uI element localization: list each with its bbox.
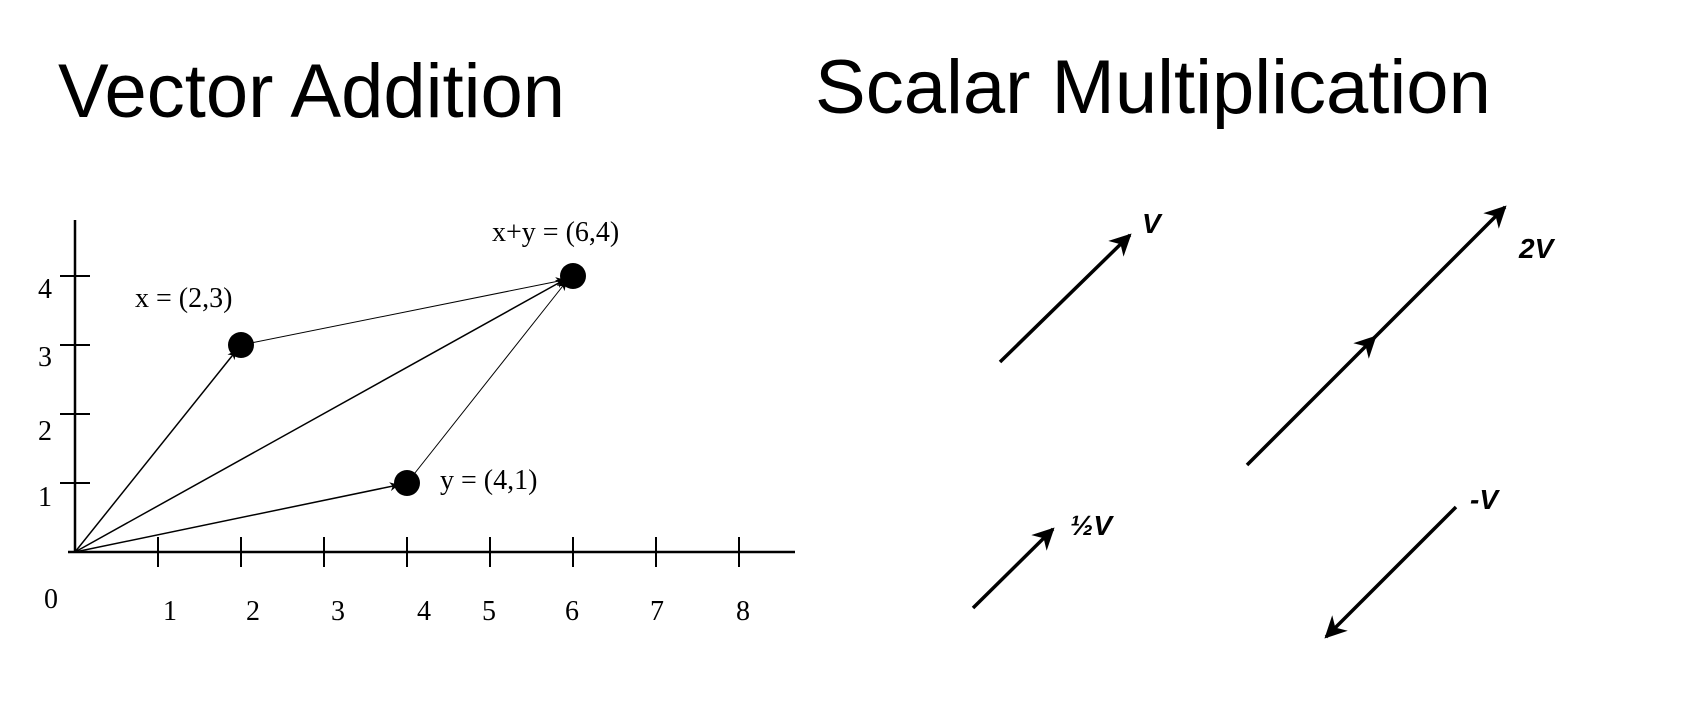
vector-y-arrow — [74, 482, 399, 553]
parallelogram-edge-x-to-sum — [240, 277, 565, 346]
y-tick-label: 3 — [38, 342, 52, 373]
x-tick-label: 2 — [246, 596, 260, 627]
vector-addition-graph: 0 1 2 3 4 5 6 7 8 1 2 3 4 x = (2,3) y = … — [38, 217, 795, 627]
origin-label: 0 — [44, 584, 58, 615]
y-axis-ticks — [60, 275, 90, 484]
vector-v-arrow — [998, 233, 1132, 364]
vector-neg-v-arrow — [1324, 505, 1458, 639]
vector-half-v-arrow — [971, 527, 1055, 610]
x-tick-label: 8 — [736, 596, 750, 627]
vector-sum-arrow — [74, 279, 565, 553]
y-tick-label: 4 — [38, 274, 52, 305]
vector-addition-title: Vector Addition — [58, 49, 566, 134]
x-tick-label: 3 — [331, 596, 345, 627]
vector-neg-v-label: -V — [1470, 484, 1500, 515]
point-y-label: y = (4,1) — [440, 465, 537, 496]
scalar-multiplication-title: Scalar Multiplication — [815, 45, 1491, 130]
x-tick-label: 7 — [650, 596, 664, 627]
y-tick-label: 1 — [38, 482, 52, 513]
vector-2v-lower-segment — [1245, 335, 1377, 467]
point-sum-label: x+y = (6,4) — [492, 217, 619, 248]
x-tick-label: 4 — [417, 596, 431, 627]
x-tick-label: 6 — [565, 596, 579, 627]
x-axis-ticks — [157, 537, 740, 567]
point-sum — [560, 263, 586, 289]
x-tick-label: 5 — [482, 596, 496, 627]
vector-2v-label: 2V — [1518, 233, 1556, 264]
point-x — [228, 332, 254, 358]
vector-2v-upper-segment — [1368, 205, 1507, 344]
y-tick-label: 2 — [38, 416, 52, 447]
parallelogram-edge-y-to-sum — [406, 281, 567, 484]
scalar-multiplication-graph: V 2V ½V -V — [971, 205, 1556, 639]
vector-v-label: V — [1142, 208, 1163, 239]
point-x-label: x = (2,3) — [135, 283, 232, 314]
vector-x-arrow — [74, 350, 237, 553]
point-y — [394, 470, 420, 496]
x-tick-label: 1 — [163, 596, 177, 627]
vector-half-v-label: ½V — [1070, 510, 1114, 541]
